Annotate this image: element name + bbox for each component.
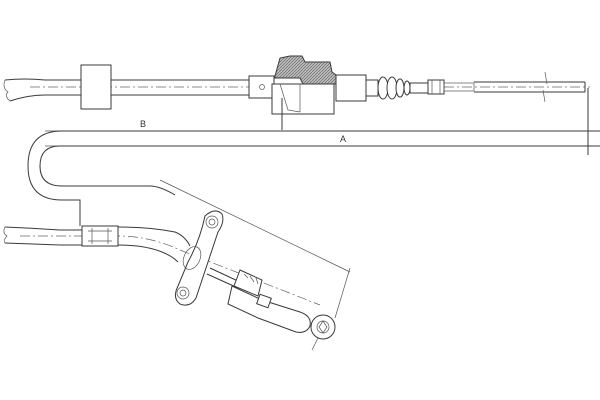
inner-cable-end bbox=[427, 71, 589, 155]
dimension-b-label: B bbox=[140, 119, 146, 129]
dimension-b: B bbox=[45, 119, 280, 132]
lower-cable-sheath bbox=[3, 226, 321, 306]
sheath-loop bbox=[27, 130, 600, 226]
inner-cable bbox=[206, 267, 241, 289]
grommet bbox=[80, 64, 112, 110]
rubber-boot bbox=[365, 76, 431, 100]
ferrule bbox=[81, 225, 119, 247]
cable-end-fork bbox=[227, 269, 311, 333]
adjuster-housing bbox=[248, 55, 367, 130]
dimension-a-label: A bbox=[340, 134, 346, 144]
mounting-bracket bbox=[174, 210, 224, 306]
dimension-lower-angled bbox=[159, 179, 351, 319]
eyelet bbox=[310, 314, 336, 351]
dimension-a: A bbox=[45, 134, 588, 147]
